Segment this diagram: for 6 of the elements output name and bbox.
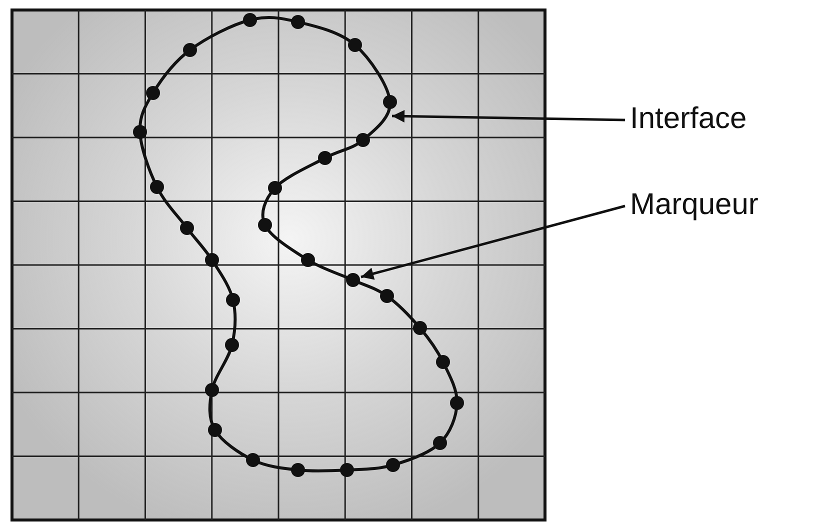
callout-label: Marqueur bbox=[630, 190, 758, 220]
interface-curve bbox=[138, 16, 458, 472]
leader-line bbox=[360, 204, 626, 280]
callout-label: Interface bbox=[630, 104, 747, 134]
leader-line bbox=[392, 110, 626, 122]
marker-dot bbox=[346, 273, 360, 287]
